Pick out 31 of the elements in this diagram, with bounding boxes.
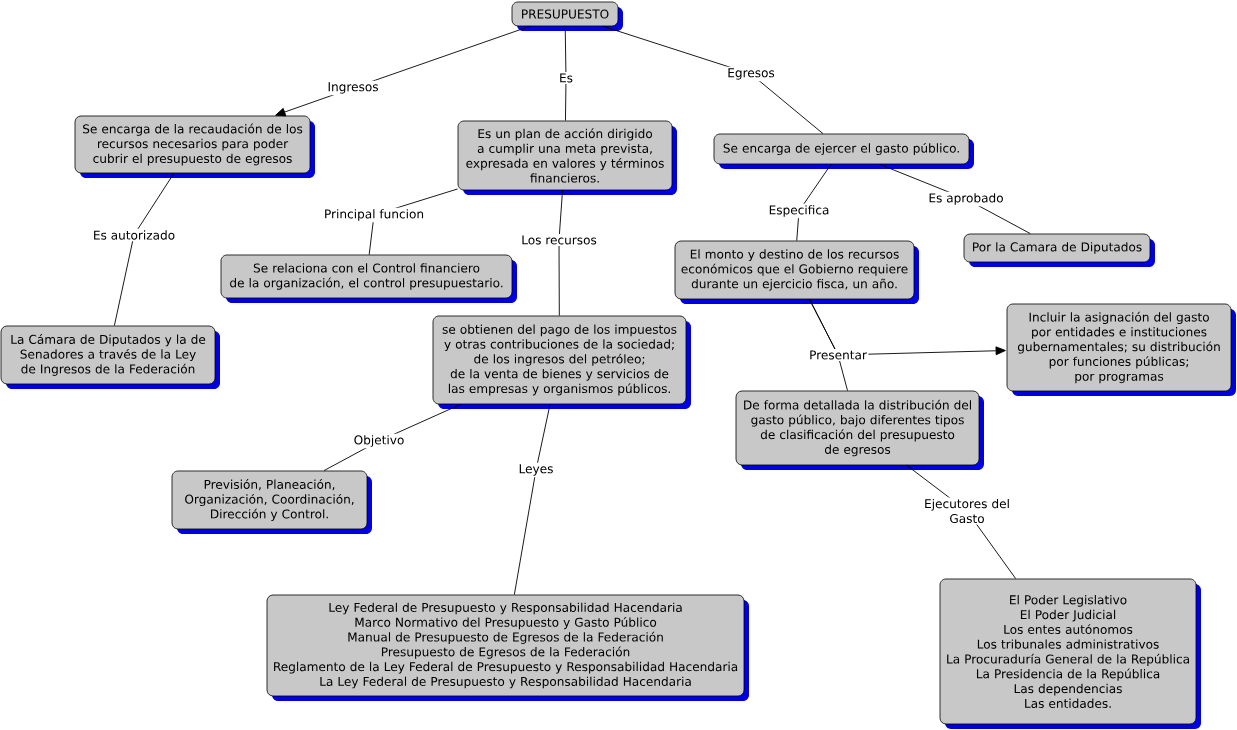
edge-label: Ejecutores del Gasto xyxy=(919,497,1015,525)
concept-box: Es un plan de acción dirigido a cumplir una meta prevista, expresada en valores y términos financieros. xyxy=(457,120,677,195)
edge-label: Es autorizado xyxy=(91,228,177,242)
concept-box: Ley Federal de Presupuesto y Responsabilidad Hacendaria Marco Normativo del Presupuesto y Gasto Público Manual de Presupuesto de Egresos de la Federación Presupuesto de Egresos de la Federación Reglamento de la Ley Federal de Presupuesto y Responsabilidad Hacendaria La Ley Federal de Presupuesto y Responsabilidad Hacendaria xyxy=(266,594,749,701)
concept-box: El monto y destino de los recursos económicos que el Gobierno requiere durante un ejercicio fisca, un año. xyxy=(674,240,919,304)
concept-box: se obtienen del pago de los impuestos y otras contribuciones de la sociedad; de los ingresos del petróleo; de la venta de bienes y servicios de las empresas y organismos públicos. xyxy=(432,315,691,409)
concept-box: Previsión, Planeación, Organización, Coordinación, Dirección y Control. xyxy=(171,470,372,534)
connector-line xyxy=(113,172,175,327)
edge-label: Es aprobado xyxy=(926,191,1006,207)
concept-box: Se encarga de ejercer el gasto público. xyxy=(713,133,974,169)
connector-line xyxy=(558,189,563,317)
concept-box: El Poder Legislativo El Poder Judicial Los entes autónomos Los tribunales administrativos La Procuraduría General de la República La Presidencia de la República Las dependencias Las entidades. xyxy=(939,578,1201,729)
concept-box: La Cámara de Diputados y la de Senadores a través de la Ley de Ingresos de la Federación xyxy=(0,325,220,389)
concept-box: Se relaciona con el Control financiero de la organización, el control presupuestario. xyxy=(220,254,517,303)
concept-box: De forma detallada la distribución del gasto público, bajo diferentes tipos de clasificación del presupuesto de egresos xyxy=(735,390,984,470)
concept-box: PRESUPUESTO xyxy=(511,1,623,31)
edge-label: Especifica xyxy=(767,203,831,219)
edge-label: Principal funcion xyxy=(322,207,426,223)
edge-label: Presentar xyxy=(807,349,869,361)
concept-box: Incluir la asignación del gasto por entidades e instituciones gubernamentales; su distribución por funciones públicas; por programas xyxy=(1006,303,1236,396)
concept-box: Por la Camara de Diputados xyxy=(963,233,1155,267)
connector-line xyxy=(564,25,567,122)
edge-label: Los recursos xyxy=(519,234,599,246)
edge-label: Ingresos xyxy=(325,80,381,96)
arrow xyxy=(275,25,530,117)
edge-label: Objetivo xyxy=(352,433,406,449)
edge-label: Egresos xyxy=(725,66,777,82)
edge-label: Leyes xyxy=(517,462,555,478)
edge-label: Es xyxy=(557,72,575,84)
concept-box: Se encarga de la recaudación de los recursos necesarios para poder cubrir el presupuesto de egresos xyxy=(74,115,315,178)
connector-line xyxy=(513,403,551,596)
